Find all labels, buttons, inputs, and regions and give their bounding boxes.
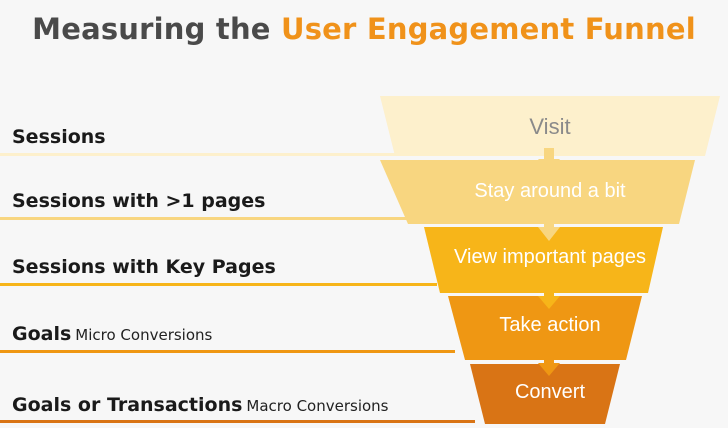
arrow-down-icon xyxy=(538,285,560,309)
metric-label-main: Goals or Transactions xyxy=(12,394,243,416)
metric-label-sub: Micro Conversions xyxy=(75,326,213,344)
funnel-graphic xyxy=(380,96,720,424)
page-title: Measuring the User Engagement Funnel xyxy=(0,12,728,46)
funnel-stage-convert xyxy=(470,364,620,424)
arrow-down-icon xyxy=(538,216,560,241)
arrow-down-icon xyxy=(538,352,560,376)
funnel-stage-view xyxy=(424,227,663,293)
funnel-stage-view-label: View important pages xyxy=(454,246,646,268)
metric-label-sessions: Sessions xyxy=(12,126,106,148)
funnel-stage-action xyxy=(448,296,642,360)
metric-label-sessions-key-pages: Sessions with Key Pages xyxy=(12,256,276,278)
metric-underline xyxy=(0,283,437,286)
funnel-stage-convert-label: Convert xyxy=(514,381,586,403)
funnel-stage-stay-label: Stay around a bit xyxy=(474,180,626,202)
funnel: Visit Stay around a bit View important p… xyxy=(380,96,720,424)
metric-underline xyxy=(0,420,475,423)
metric-label-main: Goals xyxy=(12,323,72,345)
metric-label-main: Sessions with >1 pages xyxy=(12,190,266,212)
title-part-1: Measuring the xyxy=(32,12,281,46)
metric-label-sessions-multi-page: Sessions with >1 pages xyxy=(12,190,265,212)
metric-underline xyxy=(0,350,455,353)
metric-underline xyxy=(0,153,405,156)
funnel-stage-visit-label: Visit xyxy=(529,114,571,139)
metric-label-sub: Macro Conversions xyxy=(246,397,389,415)
funnel-stage-visit xyxy=(380,96,720,156)
metric-label-main: Sessions with Key Pages xyxy=(12,256,276,278)
metric-label-main: Sessions xyxy=(12,126,106,148)
arrow-down-icon xyxy=(538,148,560,172)
metric-underline xyxy=(0,217,420,220)
funnel-stage-stay xyxy=(380,160,695,224)
funnel-stage-action-label: Take action xyxy=(499,314,601,336)
title-part-2: User Engagement Funnel xyxy=(280,12,696,46)
